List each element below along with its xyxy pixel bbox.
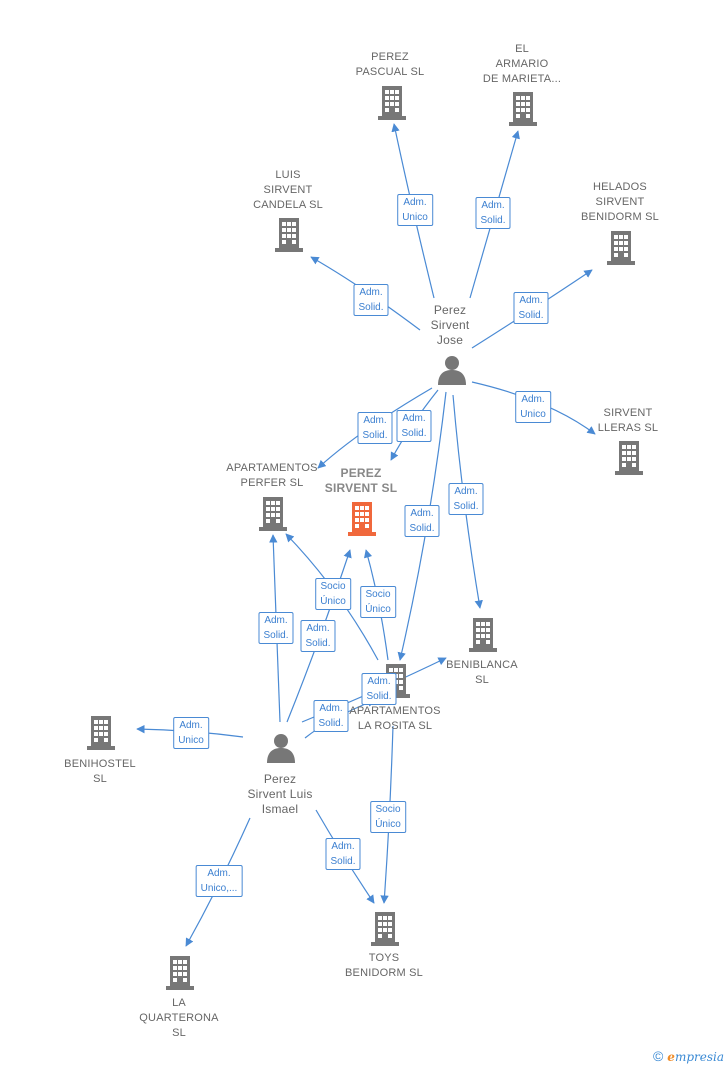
- node-label-apartamentos_rosita[interactable]: APARTAMENTOS LA ROSITA SL: [349, 705, 441, 732]
- node-label-perez_luis[interactable]: Perez Sirvent Luis Ismael: [247, 772, 313, 816]
- edge-label[interactable]: Adm. Solid.: [353, 284, 389, 316]
- brand-name: mpresia: [674, 1050, 724, 1064]
- node-label-luis_sirvent[interactable]: LUIS SIRVENT CANDELA SL: [253, 169, 323, 211]
- brand-letter: e: [667, 1050, 675, 1064]
- edge-label[interactable]: Adm. Solid.: [404, 505, 440, 537]
- edge-label[interactable]: Adm. Unico: [173, 717, 209, 749]
- building-icon[interactable]: [607, 231, 635, 265]
- building-icon[interactable]: [371, 912, 399, 946]
- edge-label[interactable]: Adm. Solid.: [448, 483, 484, 515]
- copyright-icon: ©: [652, 1048, 664, 1064]
- edge-label[interactable]: Adm. Solid.: [513, 292, 549, 324]
- edge-label[interactable]: Adm. Solid.: [357, 412, 393, 444]
- node-label-beniblanca[interactable]: BENIBLANCA SL: [446, 659, 518, 686]
- main-company-building-icon[interactable]: [348, 502, 376, 536]
- edge-label[interactable]: Adm. Solid.: [300, 620, 336, 652]
- edge-label[interactable]: Socio Único: [315, 578, 351, 610]
- node-label-quarterona[interactable]: LA QUARTERONA SL: [139, 997, 219, 1039]
- person-icon[interactable]: [438, 356, 466, 385]
- edge-label[interactable]: Adm. Unico: [515, 391, 551, 423]
- building-icon[interactable]: [615, 441, 643, 475]
- edge-label[interactable]: Socio Único: [360, 586, 396, 618]
- nodes-layer: [87, 86, 643, 990]
- building-icon[interactable]: [87, 716, 115, 750]
- node-label-perez_pascual[interactable]: PEREZ PASCUAL SL: [355, 51, 425, 78]
- building-icon[interactable]: [166, 956, 194, 990]
- edge-label[interactable]: Adm. Solid.: [361, 673, 397, 705]
- node-label-benihostel[interactable]: BENIHOSTEL SL: [64, 758, 136, 785]
- edge-label[interactable]: Adm. Solid.: [313, 700, 349, 732]
- node-label-el_armario[interactable]: EL ARMARIO DE MARIETA...: [482, 43, 562, 85]
- edge-label[interactable]: Adm. Unico,...: [195, 865, 243, 897]
- edge-label[interactable]: Adm. Solid.: [325, 838, 361, 870]
- node-label-helados[interactable]: HELADOS SIRVENT BENIDORM SL: [581, 181, 659, 223]
- building-icon[interactable]: [509, 92, 537, 126]
- brand-logo[interactable]: ©empresia: [653, 1048, 724, 1064]
- node-label-toys[interactable]: TOYS BENIDORM SL: [345, 952, 423, 979]
- node-label-apartamentos_perfer[interactable]: APARTAMENTOS PERFER SL: [226, 462, 318, 489]
- node-label-perez_sirvent[interactable]: PEREZ SIRVENT SL: [324, 466, 398, 495]
- building-icon[interactable]: [259, 497, 287, 531]
- node-label-perez_jose[interactable]: Perez Sirvent Jose: [430, 303, 470, 347]
- building-icon[interactable]: [469, 618, 497, 652]
- person-icon[interactable]: [267, 734, 295, 763]
- edge-label[interactable]: Adm. Solid.: [258, 612, 294, 644]
- node-label-sirvent_lleras[interactable]: SIRVENT LLERAS SL: [597, 407, 659, 434]
- edge-label[interactable]: Adm. Solid.: [396, 410, 432, 442]
- edge-label[interactable]: Adm. Unico: [397, 194, 433, 226]
- edge-label[interactable]: Socio Único: [370, 801, 406, 833]
- edge-label[interactable]: Adm. Solid.: [475, 197, 511, 229]
- building-icon[interactable]: [378, 86, 406, 120]
- building-icon[interactable]: [275, 218, 303, 252]
